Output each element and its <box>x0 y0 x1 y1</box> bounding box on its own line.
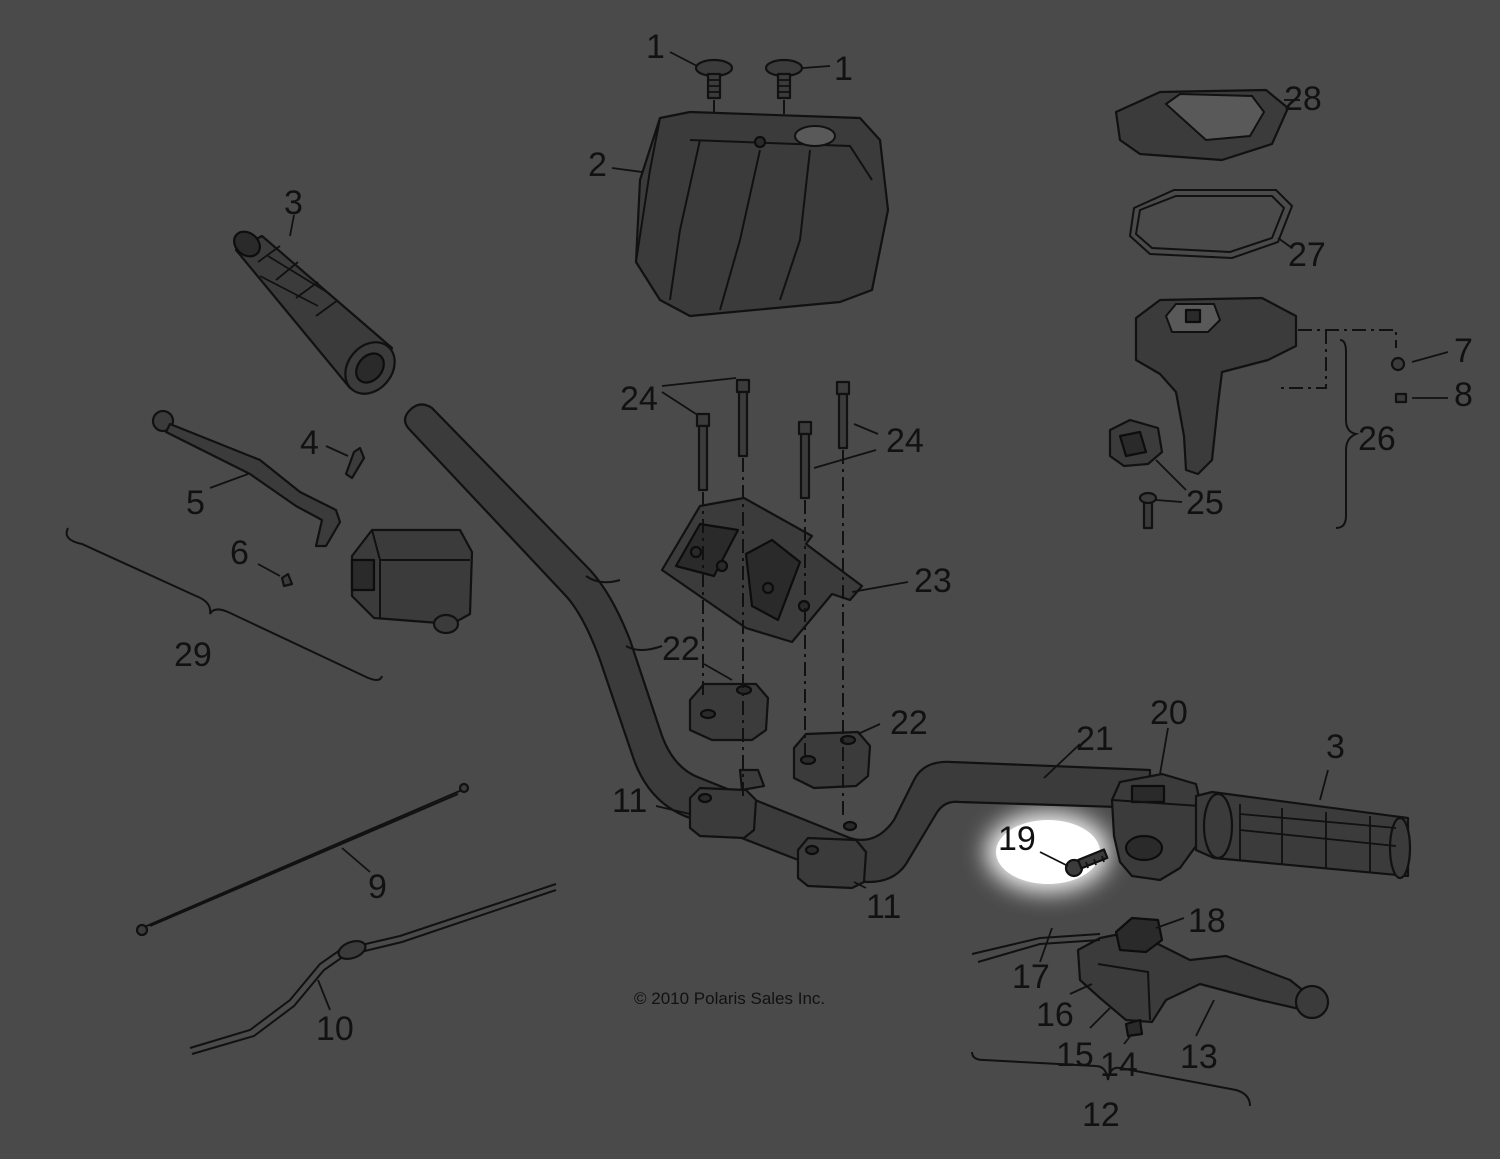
callout-22b: 22 <box>890 704 928 742</box>
part-4-6-screws <box>257 445 366 588</box>
part-22-upper-clamps <box>688 663 881 790</box>
callout-20: 20 <box>1150 694 1188 732</box>
part-9-cable <box>135 782 470 937</box>
callout-1a: 1 <box>646 28 665 66</box>
callout-22a: 22 <box>662 630 700 668</box>
callout-21: 21 <box>1076 720 1114 758</box>
part-21-handlebar <box>403 403 1152 884</box>
callout-26: 26 <box>1358 420 1396 458</box>
callout-12: 12 <box>1082 1096 1120 1134</box>
callout-15: 15 <box>1056 1036 1094 1074</box>
part-3-left-grip <box>233 214 396 395</box>
callout-11b: 11 <box>866 888 901 926</box>
callout-19: 19 <box>998 820 1036 858</box>
part-2-cover <box>611 110 890 318</box>
part-10-cable <box>189 883 557 1055</box>
callout-17: 17 <box>1012 958 1050 996</box>
callout-6: 6 <box>230 534 249 572</box>
part-3-right-grip <box>1194 769 1412 880</box>
callout-9: 9 <box>368 868 387 906</box>
callout-25: 25 <box>1186 484 1224 522</box>
callout-16: 16 <box>1036 996 1074 1034</box>
copyright-text: © 2010 Polaris Sales Inc. <box>634 989 825 1008</box>
callout-23: 23 <box>914 562 952 600</box>
part-5-lever <box>151 409 342 548</box>
callout-29: 29 <box>174 636 212 674</box>
callout-24a: 24 <box>620 380 658 418</box>
part-12-brake-lever-assembly <box>971 916 1330 1107</box>
part-27-gasket <box>1128 189 1294 260</box>
bracket-29 <box>65 527 383 681</box>
part-24-bolts <box>661 377 879 820</box>
callout-24b: 24 <box>886 422 924 460</box>
callout-7: 7 <box>1454 332 1473 370</box>
callout-1b: 1 <box>834 50 853 88</box>
part-29-switch <box>350 528 474 635</box>
callout-18: 18 <box>1188 902 1226 940</box>
callout-2: 2 <box>588 146 607 184</box>
callout-8: 8 <box>1454 376 1473 414</box>
part-19-screw <box>1039 848 1109 878</box>
part-28-reservoir-cap <box>1114 88 1300 162</box>
callout-5: 5 <box>186 484 205 522</box>
part-20-housing <box>1110 727 1204 882</box>
callout-27: 27 <box>1288 236 1326 274</box>
part-23-bracket <box>660 496 909 644</box>
callout-13: 13 <box>1180 1038 1218 1076</box>
callout-labels: 1 1 2 3 3 4 5 6 7 8 9 10 11 11 12 13 14 … <box>174 28 1473 1134</box>
callout-10: 10 <box>316 1010 354 1048</box>
part-1-screws <box>669 51 831 128</box>
callout-3b: 3 <box>1326 728 1345 766</box>
callout-28: 28 <box>1284 80 1322 118</box>
callout-4: 4 <box>300 424 319 462</box>
callout-14: 14 <box>1100 1046 1138 1084</box>
callout-3a: 3 <box>284 184 303 222</box>
callout-11a: 11 <box>612 782 647 820</box>
part-11-lower-clamps <box>655 768 868 890</box>
part-26-master-cylinder <box>1108 296 1449 530</box>
